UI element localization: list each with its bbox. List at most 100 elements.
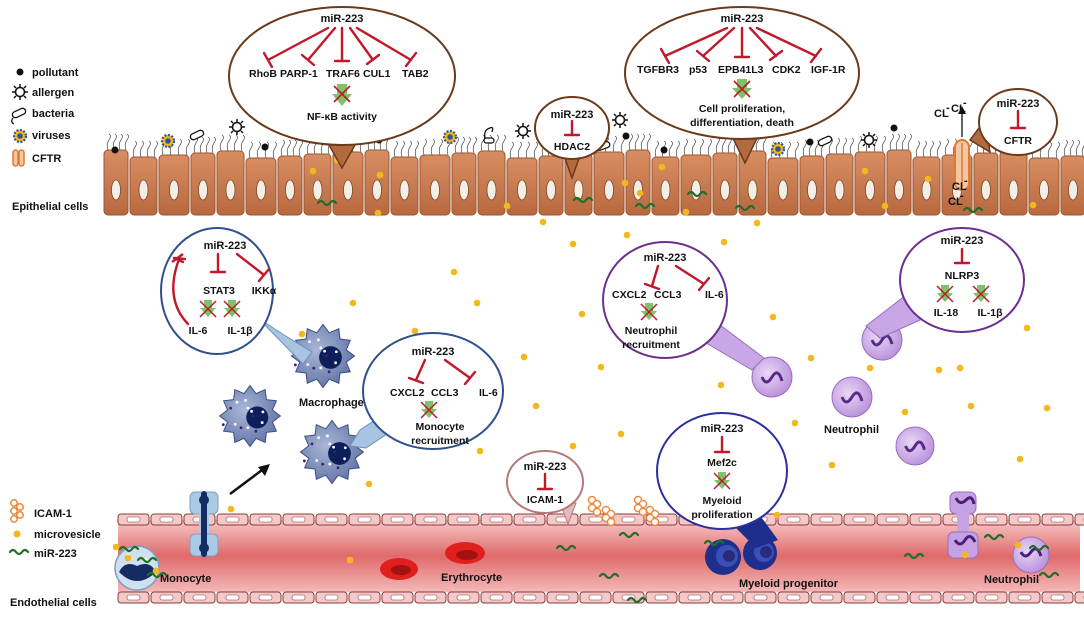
cftr-channel-icon xyxy=(954,106,970,191)
cilium xyxy=(472,136,477,154)
prolif-outcome-2: differentiation, death xyxy=(690,117,794,129)
neut-title: miR-223 xyxy=(644,252,687,264)
endothelial-nucleus xyxy=(357,594,372,601)
macrophage-bubble: miR-223 STAT3 IKKα IL-6 IL-1β xyxy=(160,227,313,365)
microvesicle-dot xyxy=(881,202,889,210)
microvesicle-dot xyxy=(961,551,969,559)
target-rhob: RhoB xyxy=(249,68,277,80)
mono-out-1: Monocyte xyxy=(415,421,464,433)
cell-nucleus xyxy=(604,179,614,201)
endothelium-top xyxy=(117,513,1084,526)
nlrp3-out-il1b: IL-1β xyxy=(977,307,1003,319)
cilium xyxy=(857,135,862,153)
cilium xyxy=(721,136,726,154)
macrophage-nucleus xyxy=(328,442,351,465)
inhibit-arrow-icon xyxy=(755,26,823,64)
macrophage-granule xyxy=(319,366,323,370)
target-cdk2: CDK2 xyxy=(772,64,801,76)
chloride-label-3: CL xyxy=(952,181,967,193)
chloride-label-2: CL xyxy=(951,103,966,115)
endothelial-nucleus xyxy=(423,516,438,523)
nlrp3-bubble: miR-223 NLRP3 IL-18 IL-1β xyxy=(865,227,1025,339)
macrophage-granule xyxy=(310,442,314,446)
cilium xyxy=(634,133,639,151)
macrophage-granule xyxy=(321,462,325,466)
neut-target-il6: IL-6 xyxy=(705,289,724,301)
cilium xyxy=(794,141,799,159)
allergen-spiky-icon xyxy=(515,123,531,139)
cilium xyxy=(835,137,840,155)
macro-title: miR-223 xyxy=(204,240,247,252)
mir223-molecule xyxy=(626,596,648,604)
mono-target-ccl3: CCL3 xyxy=(431,387,459,399)
cilium xyxy=(1055,141,1060,159)
mir223-molecule xyxy=(572,196,594,204)
cilium xyxy=(501,134,506,152)
microvesicle-dot xyxy=(956,364,964,372)
cftr-title: miR-223 xyxy=(997,98,1040,110)
hdac2-bubble: miR-223 HDAC2 xyxy=(534,96,610,181)
cilium xyxy=(936,140,941,158)
endothelial-nucleus xyxy=(159,594,174,601)
inhibit-arrow-icon xyxy=(209,252,227,274)
mir223-molecule xyxy=(618,531,640,539)
chloride-label-4: CL xyxy=(948,196,963,208)
cilium xyxy=(240,134,245,152)
macrophage-granule xyxy=(260,421,264,424)
endothelial-nucleus xyxy=(390,594,405,601)
microvesicle-dot xyxy=(791,419,799,427)
chloride-sup-2: - xyxy=(963,97,967,109)
mono-title: miR-223 xyxy=(412,346,455,358)
macrophage-granule xyxy=(254,429,258,433)
microvesicle-dot xyxy=(124,554,132,562)
cilium xyxy=(1047,141,1052,159)
mef2c-out-2: proliferation xyxy=(691,509,752,521)
cell-nucleus xyxy=(1008,179,1019,201)
endothelial-cell xyxy=(1074,591,1084,604)
endothelial-nucleus xyxy=(192,594,207,601)
microvesicle-dot xyxy=(227,505,235,513)
microvesicle-dot xyxy=(112,543,120,551)
cilium xyxy=(1069,139,1074,157)
top-legend: pollutant allergen bacteria viruses CFTR xyxy=(11,67,79,167)
cell-nucleus xyxy=(981,179,991,201)
cilium xyxy=(683,138,688,156)
inhibit-arrow-icon xyxy=(235,252,271,283)
pathogens-layer xyxy=(111,112,898,157)
inhibit-arrow-icon xyxy=(953,247,971,265)
microvesicle-dot xyxy=(569,442,577,450)
allergen-spiky-icon xyxy=(12,84,28,100)
cell-nucleus xyxy=(1068,179,1078,201)
endothelial-nucleus xyxy=(885,516,900,523)
microvesicle-dot xyxy=(861,167,869,175)
cilium xyxy=(628,133,633,151)
inhibit-arrow-icon xyxy=(348,26,381,66)
microvesicle-dot xyxy=(374,209,382,217)
target-parp1: PARP-1 xyxy=(280,68,318,80)
cell-nucleus xyxy=(399,179,410,201)
pollutant-dot-icon xyxy=(806,138,814,146)
microvesicle-dot xyxy=(623,231,631,239)
cell-nucleus xyxy=(459,179,469,201)
microvesicle-dot xyxy=(636,189,644,197)
legend-cftr: CFTR xyxy=(32,153,61,165)
neutrophil-recruitment-bubble: miR-223 CXCL2 CCL3 IL-6 Neutrophil recru… xyxy=(602,241,765,371)
endothelial-nucleus xyxy=(423,594,438,601)
endothelial-nucleus xyxy=(489,594,504,601)
microvesicle-dot xyxy=(807,354,815,362)
target-icam1: ICAM-1 xyxy=(527,494,563,506)
inhibit-cap xyxy=(171,253,184,263)
cell-nucleus xyxy=(894,179,904,201)
cell-nucleus xyxy=(486,179,497,201)
macro-out-il6: IL-6 xyxy=(189,325,208,337)
cilium xyxy=(292,139,297,157)
mir223-molecule xyxy=(136,556,158,564)
endothelial-cells-label: Endothelial cells xyxy=(10,597,97,609)
mirna-squiggle-icon xyxy=(8,548,30,556)
inhibit-arrow-icon xyxy=(443,358,477,386)
mir223-molecule xyxy=(686,190,708,198)
macrophage-granule xyxy=(306,363,310,366)
nlrp3-out-il18: IL-18 xyxy=(934,307,959,319)
microvesicle-dot xyxy=(935,366,943,374)
